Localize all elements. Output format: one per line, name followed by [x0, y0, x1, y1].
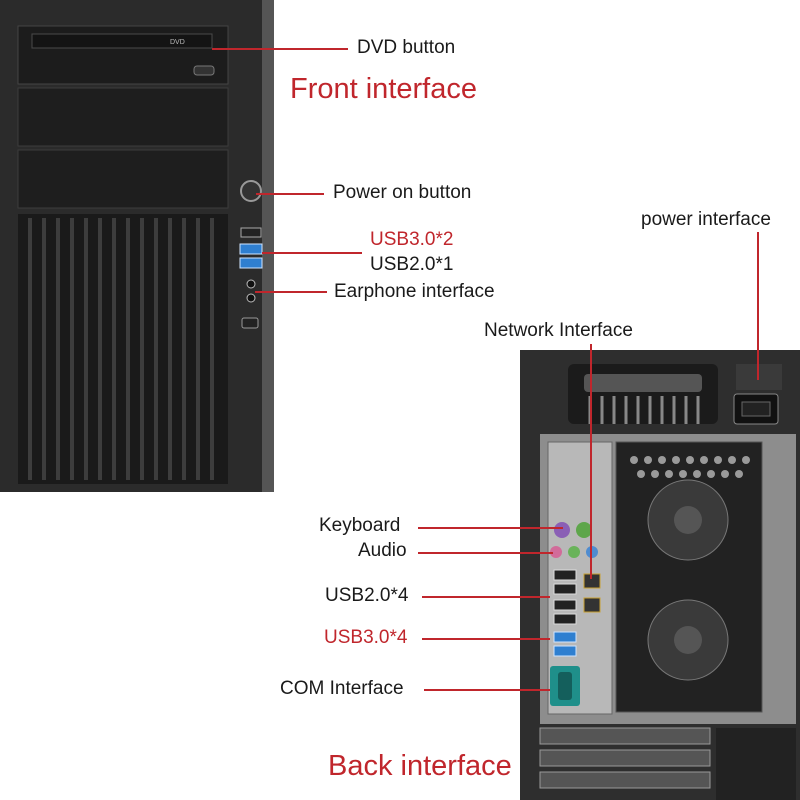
label-power-interface: power interface — [641, 209, 771, 230]
callout-line-keyboard — [418, 527, 563, 529]
front-tower-illustration: DVD — [0, 0, 274, 492]
callout-line-usb — [262, 252, 362, 254]
front-audio-jack-icon — [246, 279, 256, 289]
callout-line-audio — [418, 552, 553, 554]
callout-line-com — [424, 689, 550, 691]
callout-line-dvd — [212, 48, 348, 50]
label-back-usb30: USB3.0*4 — [324, 627, 408, 648]
front-usb30-port-icon — [239, 243, 263, 255]
svg-text:DVD: DVD — [170, 39, 185, 46]
callout-line-network — [590, 344, 592, 579]
dvd-eject-button-icon — [193, 65, 215, 76]
label-back-usb20: USB2.0*4 — [325, 585, 409, 606]
label-network-interface: Network Interface — [484, 320, 633, 341]
power-button-icon — [240, 180, 262, 202]
back-interface-title: Back interface — [328, 750, 512, 782]
callout-line-power-interface — [757, 232, 759, 380]
front-grille — [18, 214, 228, 484]
audio-jack-pink-icon — [550, 546, 562, 558]
callout-line-power — [256, 193, 324, 195]
keyboard-port-icon — [554, 522, 570, 538]
audio-jack-blue-icon — [586, 546, 598, 558]
label-front-usb20: USB2.0*1 — [370, 254, 454, 275]
label-front-usb30: USB3.0*2 — [370, 229, 454, 250]
network-port-icon — [583, 573, 601, 589]
label-dvd-button: DVD button — [357, 37, 456, 58]
callout-line-earphone — [255, 291, 327, 293]
audio-jack-green-icon — [568, 546, 580, 558]
usb30-ports-icon — [553, 631, 577, 643]
front-usb20-port-icon — [240, 227, 262, 238]
label-keyboard: Keyboard — [319, 515, 401, 536]
callout-line-usb20 — [422, 596, 550, 598]
label-audio: Audio — [358, 540, 407, 561]
front-interface-title: Front interface — [290, 73, 477, 105]
label-com-interface: COM Interface — [280, 678, 404, 699]
label-power-on-button: Power on button — [333, 182, 472, 203]
usb20-ports-icon — [553, 569, 577, 581]
label-earphone-interface: Earphone interface — [334, 281, 495, 302]
callout-line-usb30 — [422, 638, 550, 640]
back-tower-illustration — [520, 350, 800, 800]
mouse-port-icon — [576, 522, 592, 538]
